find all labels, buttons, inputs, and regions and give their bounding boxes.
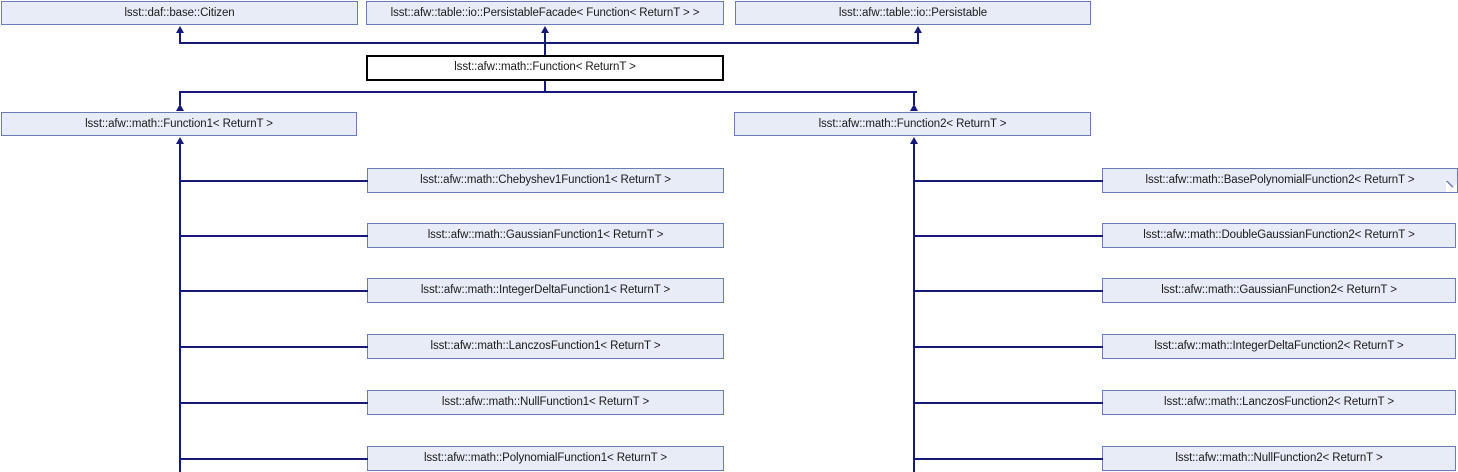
edge-to-nullfunction2 [913, 458, 1103, 460]
edge-base-crossbar [179, 42, 919, 44]
class-node-lanczosfunction1[interactable]: lsst::afw::math::LanczosFunction1< Retur… [367, 334, 724, 359]
edge-to-integerdeltafunction1 [179, 290, 368, 292]
edge-function2-up [913, 91, 915, 105]
edge-to-gaussianfunction1 [179, 235, 368, 237]
class-node-lanczosfunction2[interactable]: lsst::afw::math::LanczosFunction2< Retur… [1102, 390, 1456, 415]
inheritance-arrow-persistable [914, 26, 922, 33]
edge-function2-trunk [913, 142, 915, 472]
edge-persistable-stub [917, 31, 919, 43]
edge-citizen-stub [179, 31, 181, 43]
class-node-integerdeltafunction1[interactable]: lsst::afw::math::IntegerDeltaFunction1< … [367, 278, 724, 303]
edge-function-crossbar [179, 91, 917, 93]
edge-to-nullfunction1 [179, 402, 368, 404]
class-node-doublegaussianfunction2[interactable]: lsst::afw::math::DoubleGaussianFunction2… [1102, 223, 1456, 248]
edge-to-polynomialfunction1 [179, 458, 368, 460]
class-node-persistable[interactable]: lsst::afw::table::io::Persistable [735, 1, 1091, 25]
class-node-gaussianfunction1[interactable]: lsst::afw::math::GaussianFunction1< Retu… [367, 223, 724, 248]
class-node-chebyshev1function1[interactable]: lsst::afw::math::Chebyshev1Function1< Re… [367, 168, 724, 193]
edge-to-doublegaussianfunction2 [913, 235, 1103, 237]
class-node-nullfunction2[interactable]: lsst::afw::math::NullFunction2< ReturnT … [1102, 446, 1456, 471]
class-node-polynomialfunction1[interactable]: lsst::afw::math::PolynomialFunction1< Re… [367, 446, 724, 471]
inheritance-arrow-function1 [176, 104, 184, 111]
edge-function1-trunk [179, 142, 181, 472]
edge-to-lanczosfunction1 [179, 346, 368, 348]
class-node-nullfunction1[interactable]: lsst::afw::math::NullFunction1< ReturnT … [367, 390, 724, 415]
edge-function-down [544, 81, 546, 92]
class-node-persistable-facade[interactable]: lsst::afw::table::io::PersistableFacade<… [366, 1, 724, 25]
class-node-citizen[interactable]: lsst::daf::base::Citizen [1, 1, 358, 25]
edge-to-chebyshev1function1 [179, 180, 368, 182]
inheritance-arrow-persistable-facade [541, 26, 549, 33]
class-node-function: lsst::afw::math::Function< ReturnT > [366, 55, 724, 81]
class-node-gaussianfunction2[interactable]: lsst::afw::math::GaussianFunction2< Retu… [1102, 278, 1456, 303]
class-node-basepolynomialfunction2[interactable]: lsst::afw::math::BasePolynomialFunction2… [1102, 168, 1458, 193]
class-node-integerdeltafunction2[interactable]: lsst::afw::math::IntegerDeltaFunction2< … [1102, 334, 1456, 359]
inheritance-arrow-function1-children [176, 137, 184, 144]
class-node-function1[interactable]: lsst::afw::math::Function1< ReturnT > [1, 112, 357, 136]
edge-function1-up [179, 91, 181, 105]
edge-to-basepolynomialfunction2 [913, 180, 1103, 182]
inheritance-arrow-function2 [910, 104, 918, 111]
inheritance-arrow-function2-children [910, 137, 918, 144]
edge-to-lanczosfunction2 [913, 402, 1103, 404]
edge-to-gaussianfunction2 [913, 290, 1103, 292]
edge-to-integerdeltafunction2 [913, 346, 1103, 348]
class-node-function2[interactable]: lsst::afw::math::Function2< ReturnT > [734, 112, 1091, 136]
inheritance-arrow-citizen [176, 26, 184, 33]
